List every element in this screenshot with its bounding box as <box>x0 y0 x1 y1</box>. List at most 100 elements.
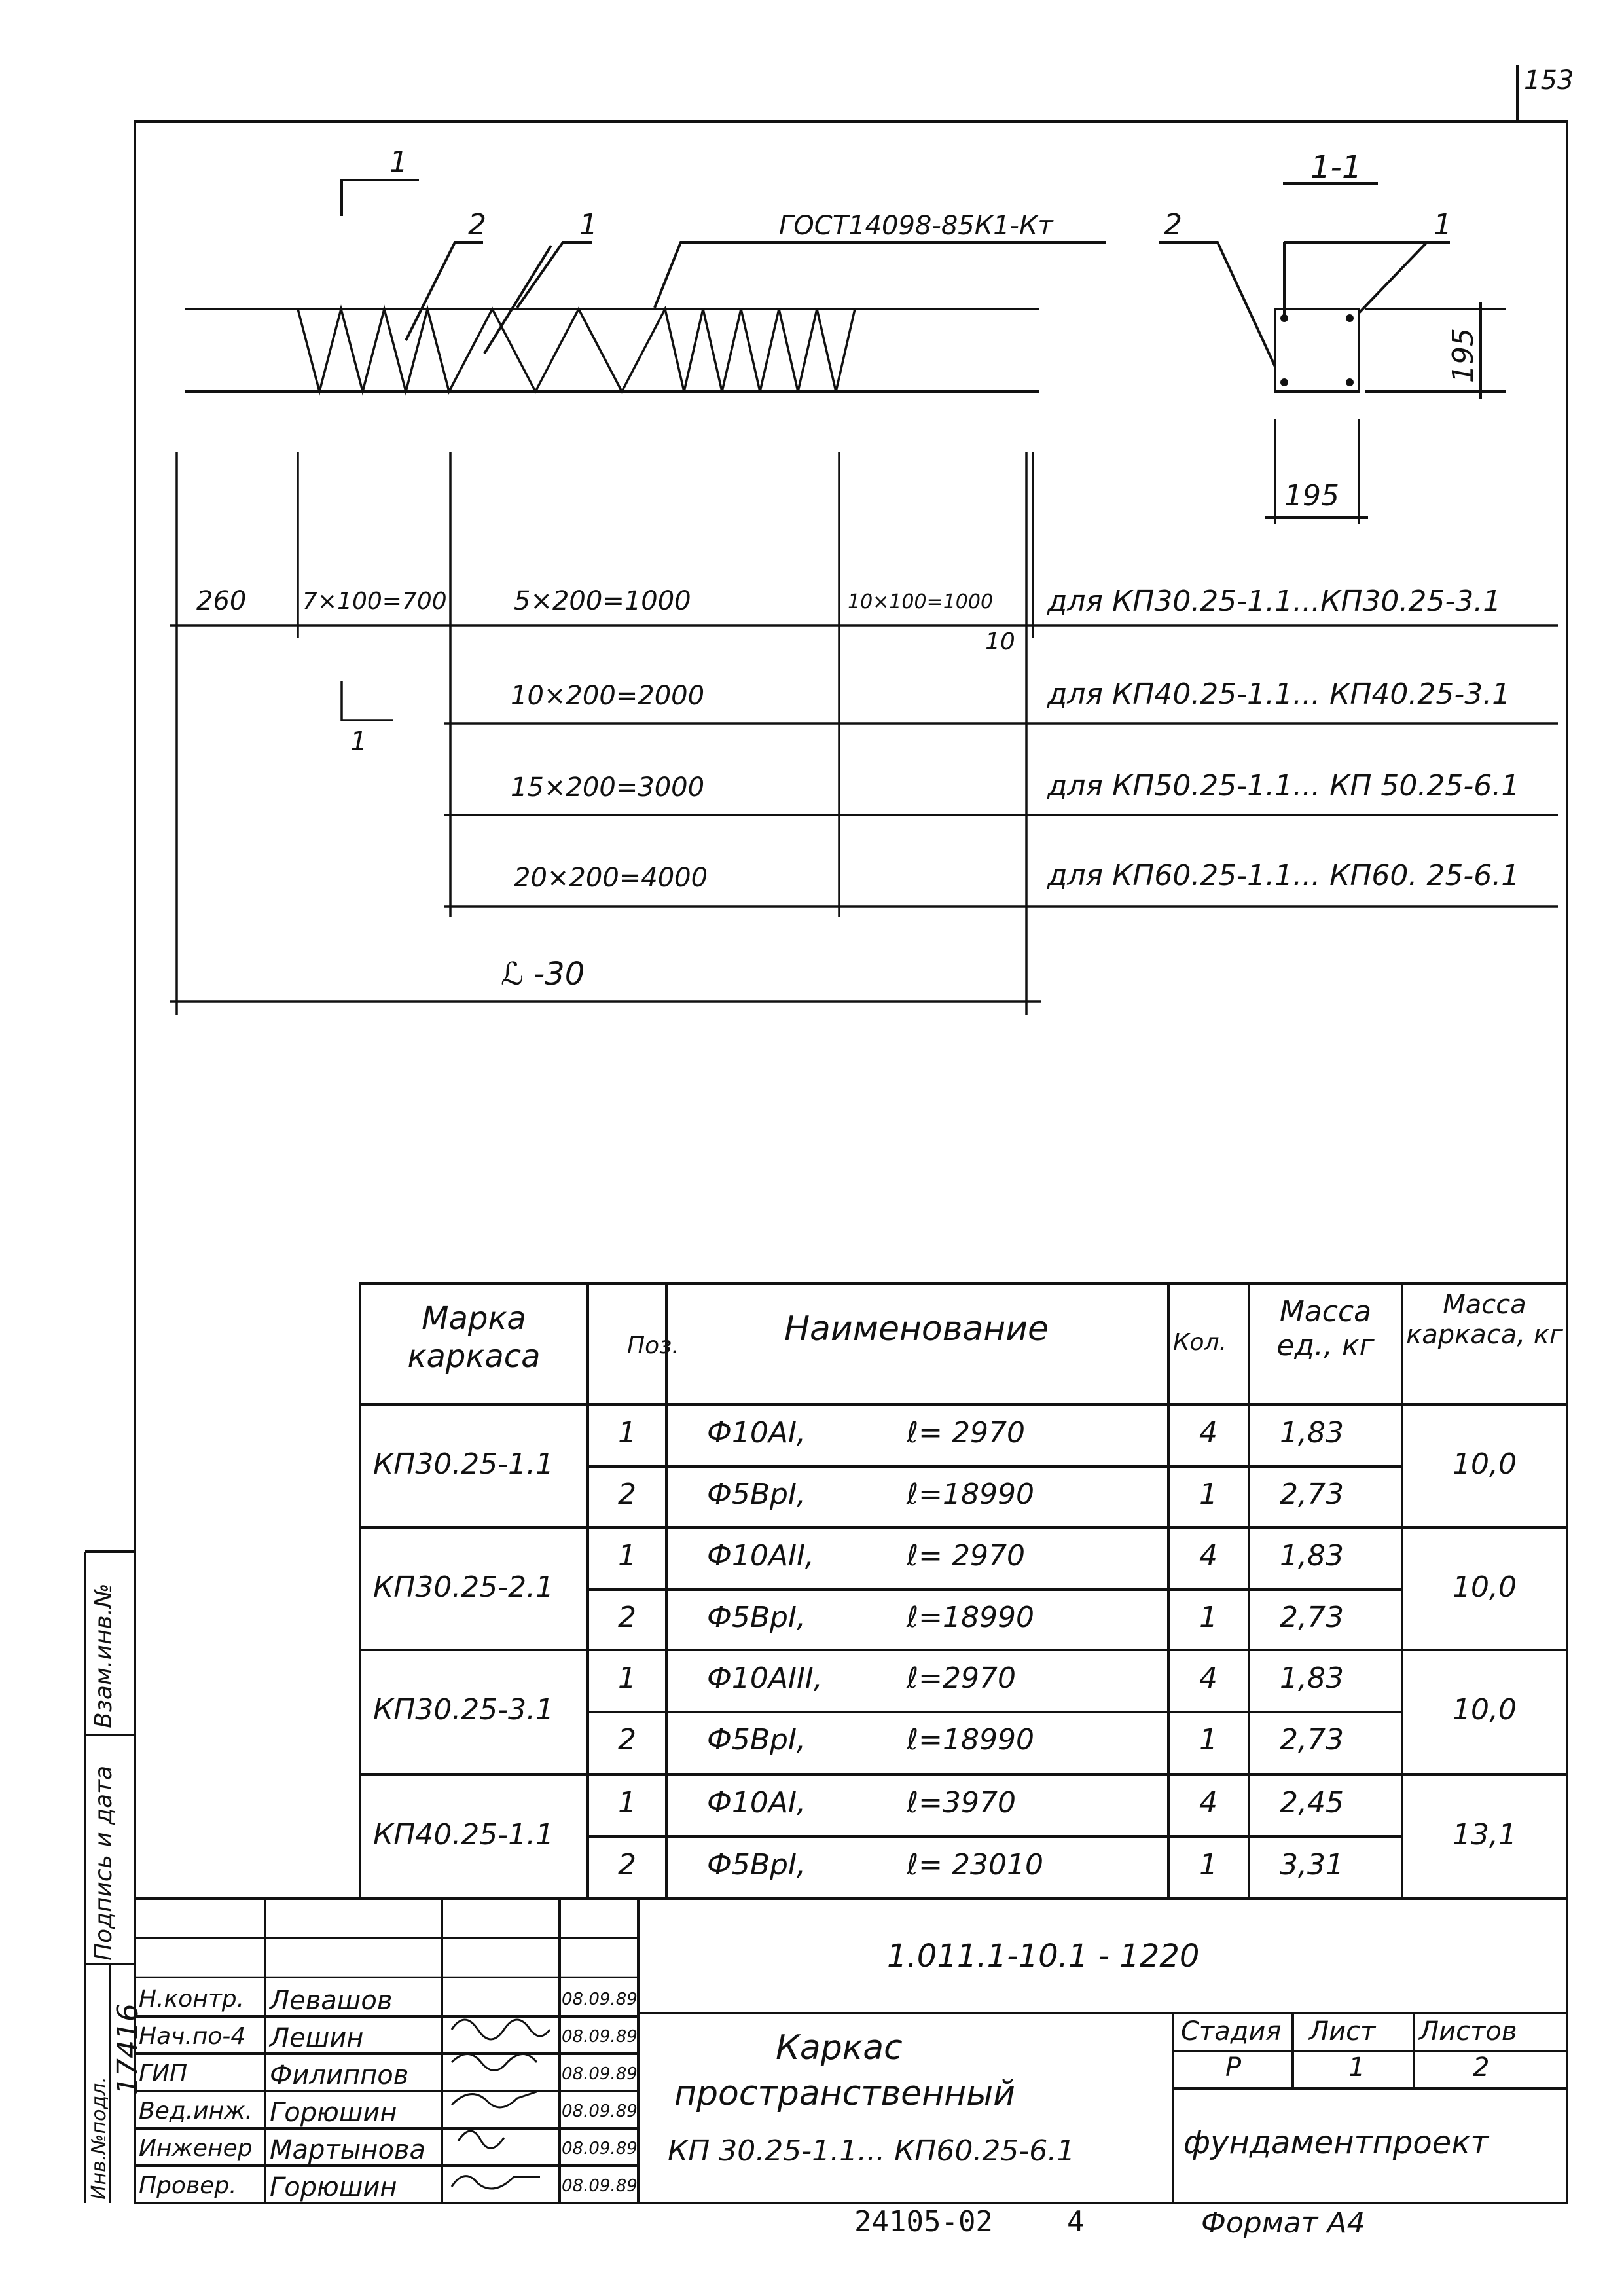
elevation-standard: ГОСТ14098-85К1-Кт <box>779 211 1053 241</box>
section-pos-1: 1 <box>1434 208 1452 242</box>
section-cut-label: 1 <box>389 145 408 179</box>
row-pos: 1 <box>618 1539 636 1573</box>
row-name: Ф10АIII, <box>707 1662 823 1695</box>
frame-elevation <box>185 179 1106 396</box>
row-qty: 4 <box>1199 1539 1218 1573</box>
row-name: Ф10АI, <box>707 1786 806 1819</box>
person-role: ГИП <box>139 2060 188 2087</box>
row-qty: 1 <box>1199 1722 1218 1757</box>
row-mass: 2,73 <box>1280 1478 1344 1511</box>
stage-value: Р <box>1225 2052 1242 2083</box>
frame-mark: КП30.25-2.1 <box>373 1570 554 1604</box>
person-date: 08.09.89 <box>562 2027 638 2047</box>
row-mass: 2,45 <box>1280 1786 1344 1819</box>
section-pos-2: 2 <box>1164 208 1182 242</box>
row-pos: 2 <box>618 1848 636 1882</box>
dim-260: 260 <box>196 586 247 616</box>
frame-mass: 10,0 <box>1453 1692 1517 1726</box>
dim-1000b: 10×100=1000 <box>848 591 994 613</box>
row-name: Ф10АII, <box>707 1539 814 1573</box>
person-role: Вед.инж. <box>139 2098 253 2124</box>
row-mass: 1,83 <box>1280 1416 1344 1449</box>
row-length: ℓ=3970 <box>907 1786 1017 1819</box>
title-line-2: пространственный <box>674 2074 1015 2113</box>
frame-mark: КП30.25-3.1 <box>373 1692 554 1726</box>
dim-total: ℒ -30 <box>501 956 585 993</box>
row-mass: 2,73 <box>1280 1600 1344 1634</box>
sheets-header: Листов <box>1419 2016 1517 2047</box>
row-mass: 1,83 <box>1280 1662 1344 1695</box>
person-name: Горюшин <box>270 2098 397 2128</box>
row-qty: 1 <box>1199 1600 1218 1634</box>
row-pos: 1 <box>618 1416 636 1449</box>
row-pos: 1 <box>618 1786 636 1819</box>
row-length: ℓ= 2970 <box>907 1539 1026 1573</box>
frame-mass: 10,0 <box>1453 1570 1517 1604</box>
row-length: ℓ=18990 <box>907 1722 1035 1757</box>
person-date: 08.09.89 <box>562 2064 638 2084</box>
person-name: Филиппов <box>270 2060 409 2090</box>
person-role: Провер. <box>139 2172 237 2199</box>
person-role: Н.контр. <box>139 1986 245 2013</box>
row-pos: 2 <box>618 1722 636 1757</box>
row-pos: 2 <box>618 1478 636 1511</box>
elevation-pos-1: 1 <box>579 208 598 242</box>
row-length: ℓ=18990 <box>907 1600 1035 1634</box>
footer-code: 24105-02 <box>854 2205 993 2238</box>
side-replaced-inv: Взам.инв.№ <box>90 1583 117 1728</box>
person-role: Нач.по-4 <box>139 2023 246 2050</box>
frame-mark: КП30.25-1.1 <box>373 1448 554 1481</box>
stage-header: Стадия <box>1181 2016 1282 2047</box>
person-date: 08.09.89 <box>562 2176 638 2196</box>
row-pos: 1 <box>618 1662 636 1695</box>
row-name: Ф5ВрI, <box>707 1722 806 1757</box>
for-row-1: для КП30.25-1.1...КП30.25-3.1 <box>1047 585 1502 618</box>
header-qty: Кол. <box>1173 1329 1227 1356</box>
header-name: Наименование <box>784 1309 1049 1349</box>
row-mass: 1,83 <box>1280 1539 1344 1573</box>
row-name: Ф5ВрI, <box>707 1600 806 1634</box>
doc-code: 1.011.1-10.1 - 1220 <box>887 1938 1200 1975</box>
person-name: Левашов <box>270 1986 393 2016</box>
side-sign-date: Подпись и дата <box>90 1765 117 1961</box>
row-mass: 3,31 <box>1280 1848 1344 1882</box>
row-qty: 4 <box>1199 1416 1218 1449</box>
for-row-2: для КП40.25-1.1... КП40.25-3.1 <box>1047 678 1511 711</box>
dim-1000: 5×200=1000 <box>514 586 691 616</box>
footer-copy: 4 <box>1067 2205 1085 2238</box>
person-name: Горюшин <box>270 2172 397 2202</box>
header-mass-unit: Масса ед., кг <box>1276 1295 1375 1362</box>
person-date: 08.09.89 <box>562 2102 638 2121</box>
section-dim-horizontal: 195 <box>1284 479 1339 513</box>
person-name: Лешин <box>270 2023 364 2053</box>
section-dim-vertical: 195 <box>1447 328 1480 383</box>
frame-mass: 10,0 <box>1453 1448 1517 1481</box>
dim-3000: 15×200=3000 <box>511 773 705 803</box>
section-1-1 <box>1159 182 1506 524</box>
side-inv-orig: Инв.№подл. <box>88 2077 111 2200</box>
dim-4000: 20×200=4000 <box>514 863 708 893</box>
row-length: ℓ= 2970 <box>907 1416 1026 1449</box>
header-pos: Поз. <box>627 1332 679 1359</box>
row-qty: 1 <box>1199 1848 1218 1882</box>
row-qty: 1 <box>1199 1478 1218 1511</box>
dimension-chains <box>170 452 1558 1015</box>
row-length: ℓ=2970 <box>907 1662 1017 1695</box>
section-title: 1-1 <box>1310 149 1362 186</box>
dim-10: 10 <box>985 629 1015 655</box>
for-row-4: для КП60.25-1.1... КП60. 25-6.1 <box>1047 859 1520 892</box>
frame-mark: КП40.25-1.1 <box>373 1818 554 1851</box>
person-date: 08.09.89 <box>562 2139 638 2159</box>
frame-mass: 13,1 <box>1453 1818 1517 1851</box>
person-date: 08.09.89 <box>562 1990 638 2009</box>
sheet-frame <box>134 120 1568 2204</box>
header-mark: Марка каркаса <box>407 1300 541 1375</box>
sheet-value: 1 <box>1348 2052 1365 2083</box>
organization: фундаментпроект <box>1183 2124 1489 2161</box>
side-inv-number: 17416 <box>111 2003 145 2095</box>
row-qty: 4 <box>1199 1786 1218 1819</box>
row-mass: 2,73 <box>1280 1722 1344 1757</box>
row-length: ℓ=18990 <box>907 1478 1035 1511</box>
